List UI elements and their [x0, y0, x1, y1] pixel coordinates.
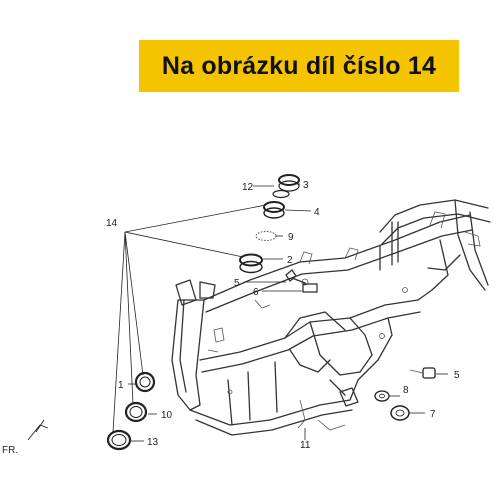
callout-1: 1: [118, 380, 124, 391]
title-text: Na obrázku díl číslo 14: [161, 51, 437, 80]
part-4-race: [263, 201, 285, 219]
callout-5-upper: 5: [234, 278, 240, 289]
frame-body: [171, 199, 491, 436]
callout-5-lower: 5: [454, 370, 460, 381]
part-1-race: [134, 371, 156, 393]
part-8-washer: [374, 390, 390, 402]
part-10-race: [124, 401, 148, 423]
part-5-bolt-upper: [285, 269, 306, 284]
part-12-washer: [272, 189, 290, 199]
part-7-rubber: [390, 405, 410, 421]
callout-6: 6: [253, 287, 259, 298]
part-2-race: [239, 253, 263, 274]
title-banner: Na obrázku díl číslo 14: [139, 40, 459, 92]
callout-12: 12: [242, 182, 254, 193]
front-direction-arrow-icon: [27, 419, 49, 441]
front-direction-label: FR.: [2, 445, 18, 456]
leader-lines: [112, 183, 448, 442]
part-5-bolt-lower: [409, 367, 436, 379]
callout-2: 2: [287, 255, 293, 266]
callout-14: 14: [106, 218, 118, 229]
part-3-nut: [278, 174, 300, 192]
part-6-collar: [302, 283, 318, 293]
part-13-seal: [106, 429, 132, 451]
callout-8: 8: [403, 385, 409, 396]
callout-9: 9: [288, 232, 294, 243]
callout-7: 7: [430, 409, 436, 420]
part-9-ring: [255, 231, 277, 241]
callout-4: 4: [314, 207, 320, 218]
callout-3: 3: [303, 180, 309, 191]
callout-10: 10: [161, 410, 173, 421]
callout-13: 13: [147, 437, 159, 448]
callout-11: 11: [300, 440, 311, 451]
